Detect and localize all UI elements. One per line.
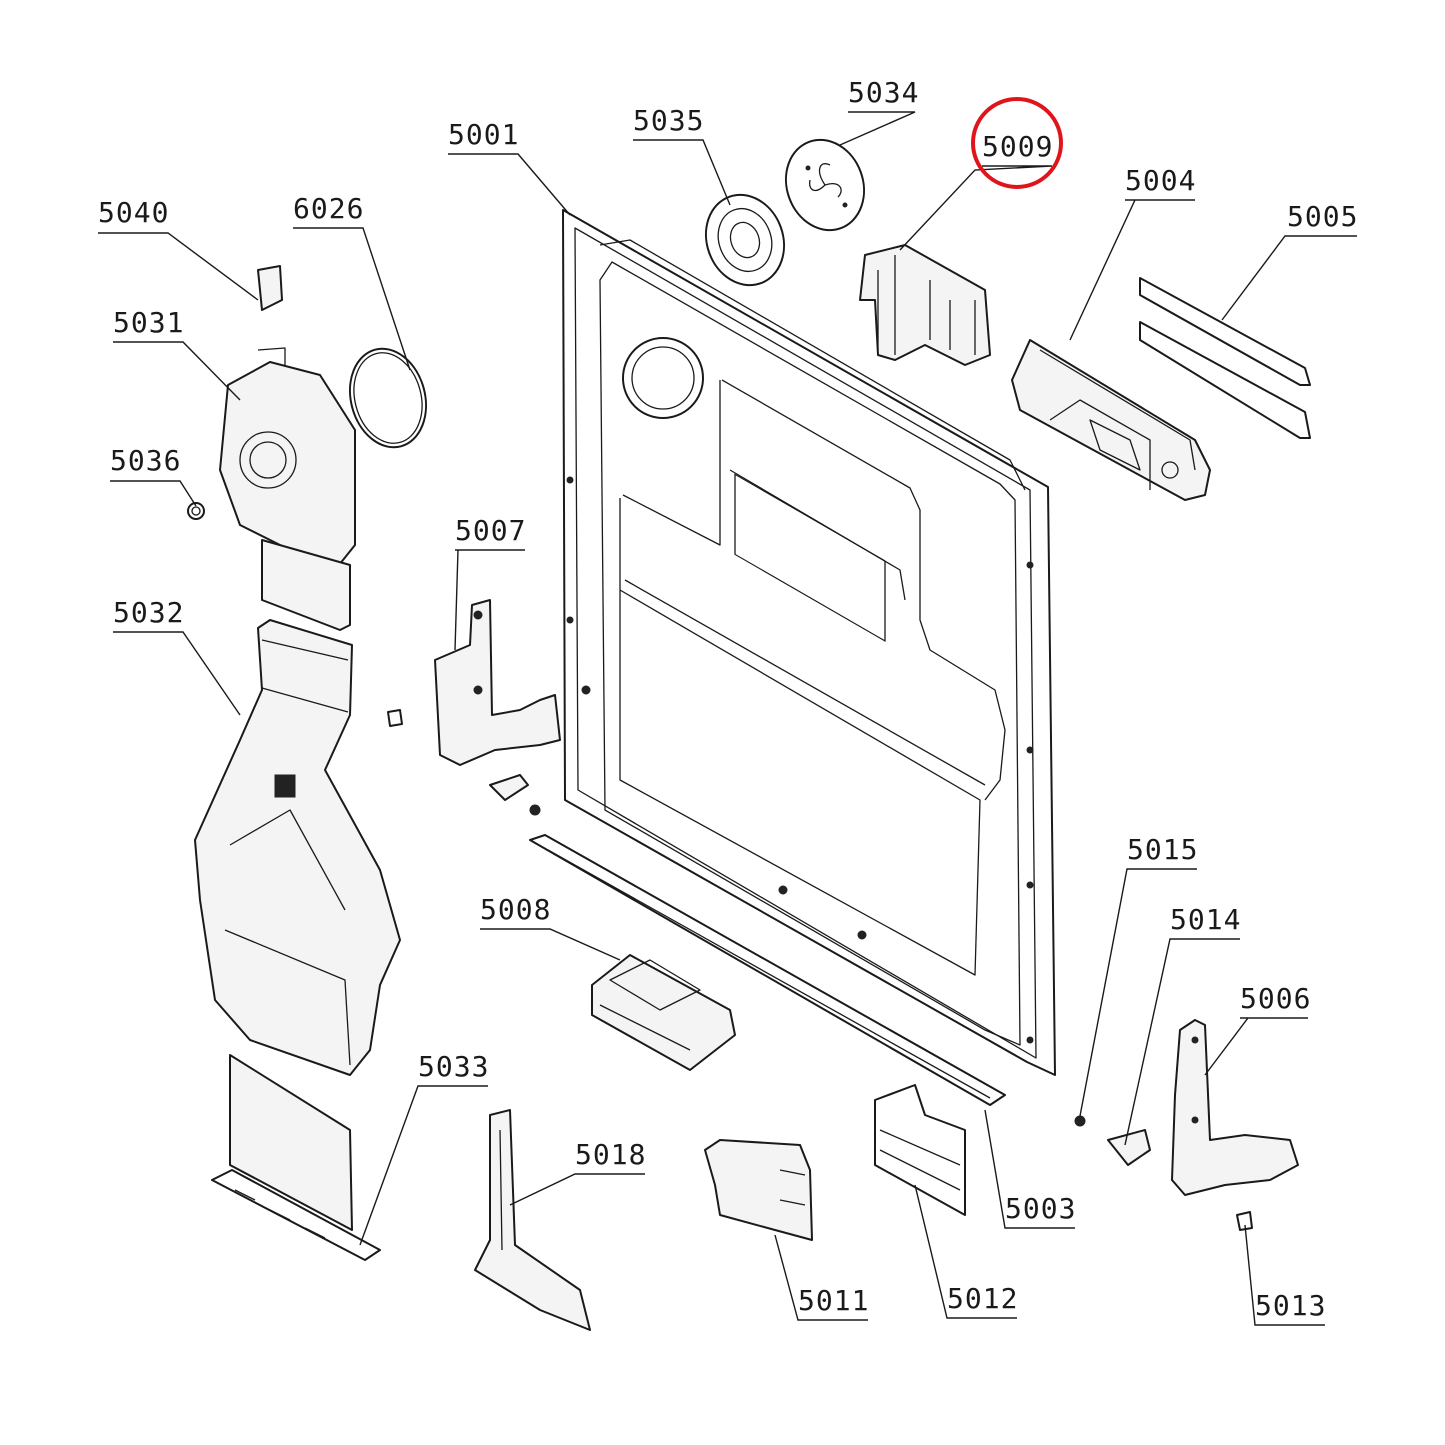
hinge-clip[interactable] (489, 774, 541, 816)
callout-5031: 5031 (113, 306, 184, 339)
part-5031-dryer-housing[interactable] (219, 347, 356, 631)
part-5004-control-module[interactable] (1011, 339, 1211, 501)
part-5012-label[interactable] (874, 1084, 966, 1216)
callout-5006: 5006 (1240, 982, 1311, 1015)
part-5033-filter-frame[interactable] (211, 1054, 381, 1261)
callout-5003: 5003 (1005, 1192, 1076, 1225)
part-5013-bolt[interactable] (1236, 1211, 1253, 1231)
leader-lines (98, 111, 1357, 1326)
part-5015-screw[interactable] (1074, 1115, 1086, 1127)
part-5034-fan-disc[interactable] (774, 129, 877, 241)
callout-5005: 5005 (1287, 200, 1358, 233)
callout-5008: 5008 (480, 893, 551, 926)
part-5032-air-duct[interactable] (194, 619, 401, 1076)
part-5008-bracket[interactable] (591, 954, 736, 1071)
highlight-circle-5009 (971, 97, 1063, 189)
part-5009-door-lock[interactable] (859, 244, 991, 366)
callout-5040: 5040 (98, 196, 169, 229)
callout-5009: 5009 (982, 130, 1053, 163)
part-5001-door-panel[interactable] (562, 209, 1056, 1076)
callout-6026: 6026 (293, 192, 364, 225)
callout-5035: 5035 (633, 104, 704, 137)
part-5007-left-hinge[interactable] (387, 599, 561, 766)
callout-5018: 5018 (575, 1138, 646, 1171)
callout-5001: 5001 (448, 118, 519, 151)
part-5011-clip-bracket[interactable] (704, 1139, 813, 1241)
callout-5036: 5036 (110, 444, 181, 477)
callout-labels: 5040 6026 5031 5036 5032 5001 5035 5034 … (98, 76, 1358, 1322)
part-5006-right-hinge[interactable] (1171, 1019, 1299, 1196)
callout-5015: 5015 (1127, 833, 1198, 866)
callout-5004: 5004 (1125, 164, 1196, 197)
callout-5012: 5012 (947, 1282, 1018, 1315)
callout-5013: 5013 (1255, 1289, 1326, 1322)
part-5014-clip[interactable] (1107, 1129, 1151, 1166)
callout-5033: 5033 (418, 1050, 489, 1083)
part-5003-bottom-strip[interactable] (529, 834, 1006, 1106)
callout-5032: 5032 (113, 596, 184, 629)
part-5005-trim-strips[interactable] (1139, 277, 1311, 439)
part-5018-vertical-bracket[interactable] (474, 1109, 591, 1331)
part-5036-nut[interactable] (187, 502, 205, 520)
callout-5034: 5034 (848, 76, 919, 109)
part-5035-fan-housing[interactable] (694, 184, 797, 296)
part-6026-seal-ring[interactable] (339, 340, 436, 456)
callout-5014: 5014 (1170, 903, 1241, 936)
callout-5011: 5011 (798, 1284, 869, 1317)
part-5040-sensor[interactable] (257, 265, 283, 311)
callout-5007: 5007 (455, 514, 526, 547)
